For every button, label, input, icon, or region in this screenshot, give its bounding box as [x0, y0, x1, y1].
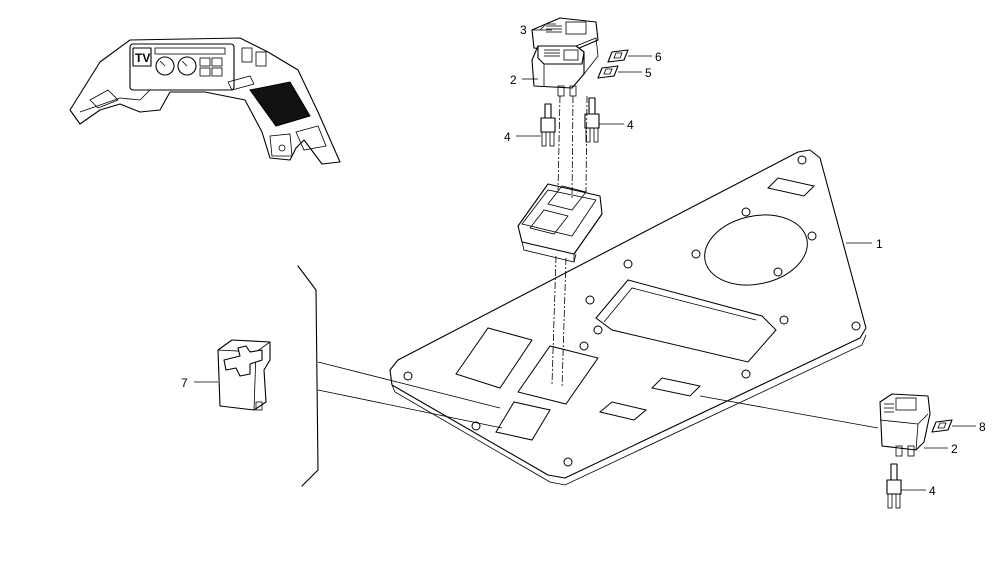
assembly-line-4 — [551, 255, 557, 385]
callout-8: 8 — [979, 420, 986, 434]
callout-labels: 3 2 6 5 4 4 1 7 8 2 4 — [181, 23, 986, 498]
switch-7 — [217, 339, 271, 411]
callout-7: 7 — [181, 376, 188, 390]
connector-4-left — [540, 103, 556, 147]
plate-mounting-holes — [403, 155, 861, 467]
detail-boundary-line — [297, 265, 319, 487]
callout-5: 5 — [645, 66, 652, 80]
leader-lines — [194, 29, 976, 491]
plate-small-slot-2 — [650, 377, 702, 397]
dashboard-switch-panel-highlight — [249, 81, 311, 127]
rocker-switch-2-bottom — [879, 393, 931, 457]
assembly-line-3 — [585, 95, 588, 193]
switch-7-knob — [223, 345, 263, 377]
callout-2-bottom: 2 — [951, 442, 958, 456]
callout-2-top: 2 — [510, 73, 517, 87]
switch-frame — [517, 183, 603, 263]
plate-round-cutout — [704, 214, 808, 286]
connector-4-right — [584, 97, 600, 143]
assembly-line-2 — [571, 95, 574, 201]
tv-badge-label: TV — [135, 51, 150, 65]
rocker-switch-2-top — [531, 37, 599, 97]
plate-switch-slot-1 — [455, 327, 533, 389]
assembly-line-5 — [561, 257, 567, 389]
callout-3: 3 — [520, 23, 527, 37]
plate-switch-slot-3 — [495, 401, 551, 441]
label-plate-6 — [607, 49, 629, 63]
plate-top-slot — [767, 177, 815, 197]
plate-large-cutout — [595, 279, 777, 363]
connector-4-bottom — [886, 463, 902, 509]
callout-6: 6 — [655, 50, 662, 64]
assembly-line-1 — [557, 95, 561, 191]
dashboard-overview: TV — [69, 37, 341, 165]
callout-4-bottom: 4 — [929, 484, 936, 498]
plate-switch-slot-2 — [517, 345, 599, 405]
callout-1: 1 — [876, 237, 883, 251]
label-plate-5 — [597, 65, 619, 79]
label-plate-8 — [931, 419, 953, 433]
plate-small-slot-1 — [598, 401, 648, 421]
tv-badge — [132, 47, 152, 67]
callout-4-right: 4 — [627, 118, 634, 132]
mounting-plate — [389, 149, 867, 486]
callout-4-left: 4 — [504, 130, 511, 144]
